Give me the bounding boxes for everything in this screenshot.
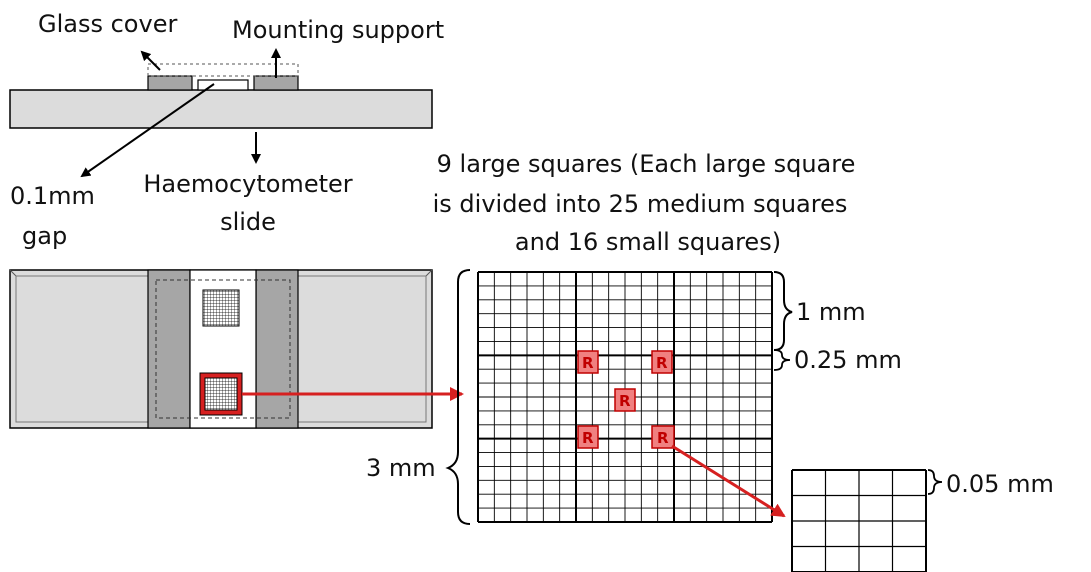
small-grid bbox=[791, 469, 927, 572]
haemocytometer-slide-side bbox=[9, 89, 433, 129]
brace-025mm bbox=[773, 349, 791, 371]
brace-3mm bbox=[445, 269, 471, 525]
glass-cover-top bbox=[155, 279, 291, 419]
counting-square-2 bbox=[651, 350, 673, 374]
squares-description-line2: is divided into 25 medium squares bbox=[433, 190, 848, 218]
mounting-support-left bbox=[147, 75, 193, 91]
brace-1mm bbox=[773, 271, 793, 351]
counting-square-2-label: R bbox=[656, 354, 668, 372]
counting-square-4-label: R bbox=[582, 429, 594, 447]
slide-label-line2: slide bbox=[220, 208, 276, 236]
mounting-support-right-top bbox=[255, 269, 299, 429]
glass-cover-side bbox=[147, 63, 299, 77]
mounting-support-label: Mounting support bbox=[232, 16, 444, 44]
gap-arrow bbox=[80, 83, 215, 178]
squares-description-line1: 9 large squares (Each large square bbox=[437, 150, 856, 178]
grid-upper bbox=[202, 289, 240, 327]
glass-cover-label: Glass cover bbox=[38, 10, 177, 38]
side-view: Glass cover Mounting support 0.1mm gap H… bbox=[9, 10, 444, 250]
counting-square-1-label: R bbox=[582, 354, 594, 372]
gap-label-line2: gap bbox=[22, 222, 67, 250]
counting-square-3-label: R bbox=[619, 392, 631, 410]
dimension-005mm: 0.05 mm bbox=[946, 470, 1054, 498]
counting-square-3 bbox=[614, 388, 636, 412]
counting-square-5 bbox=[651, 425, 675, 449]
dimension-3mm: 3 mm bbox=[366, 454, 436, 482]
brace-005mm bbox=[927, 469, 943, 495]
large-grid bbox=[477, 271, 773, 523]
counting-squares: R R R R R bbox=[577, 350, 675, 449]
dimension-annotations: 3 mm 1 mm 0.25 mm 0.05 mm bbox=[366, 269, 1054, 525]
counting-square-5-label: R bbox=[657, 429, 669, 447]
mounting-support-right bbox=[253, 75, 299, 91]
slide-label-line1: Haemocytometer bbox=[143, 170, 352, 198]
counting-square-4 bbox=[577, 425, 599, 449]
counting-square-1 bbox=[577, 350, 599, 374]
counting-chamber-side bbox=[197, 79, 249, 91]
top-view bbox=[9, 269, 433, 429]
zoom-arrow-to-small-grid bbox=[671, 444, 786, 518]
squares-description-line3: and 16 small squares) bbox=[515, 228, 781, 256]
gap-label-line1: 0.1mm bbox=[10, 182, 95, 210]
glass-cover-arrow bbox=[140, 50, 161, 71]
grid-lower bbox=[204, 377, 238, 411]
dimension-025mm: 0.25 mm bbox=[794, 346, 902, 374]
mounting-support-left-top bbox=[147, 269, 191, 429]
dimension-1mm: 1 mm bbox=[796, 298, 866, 326]
